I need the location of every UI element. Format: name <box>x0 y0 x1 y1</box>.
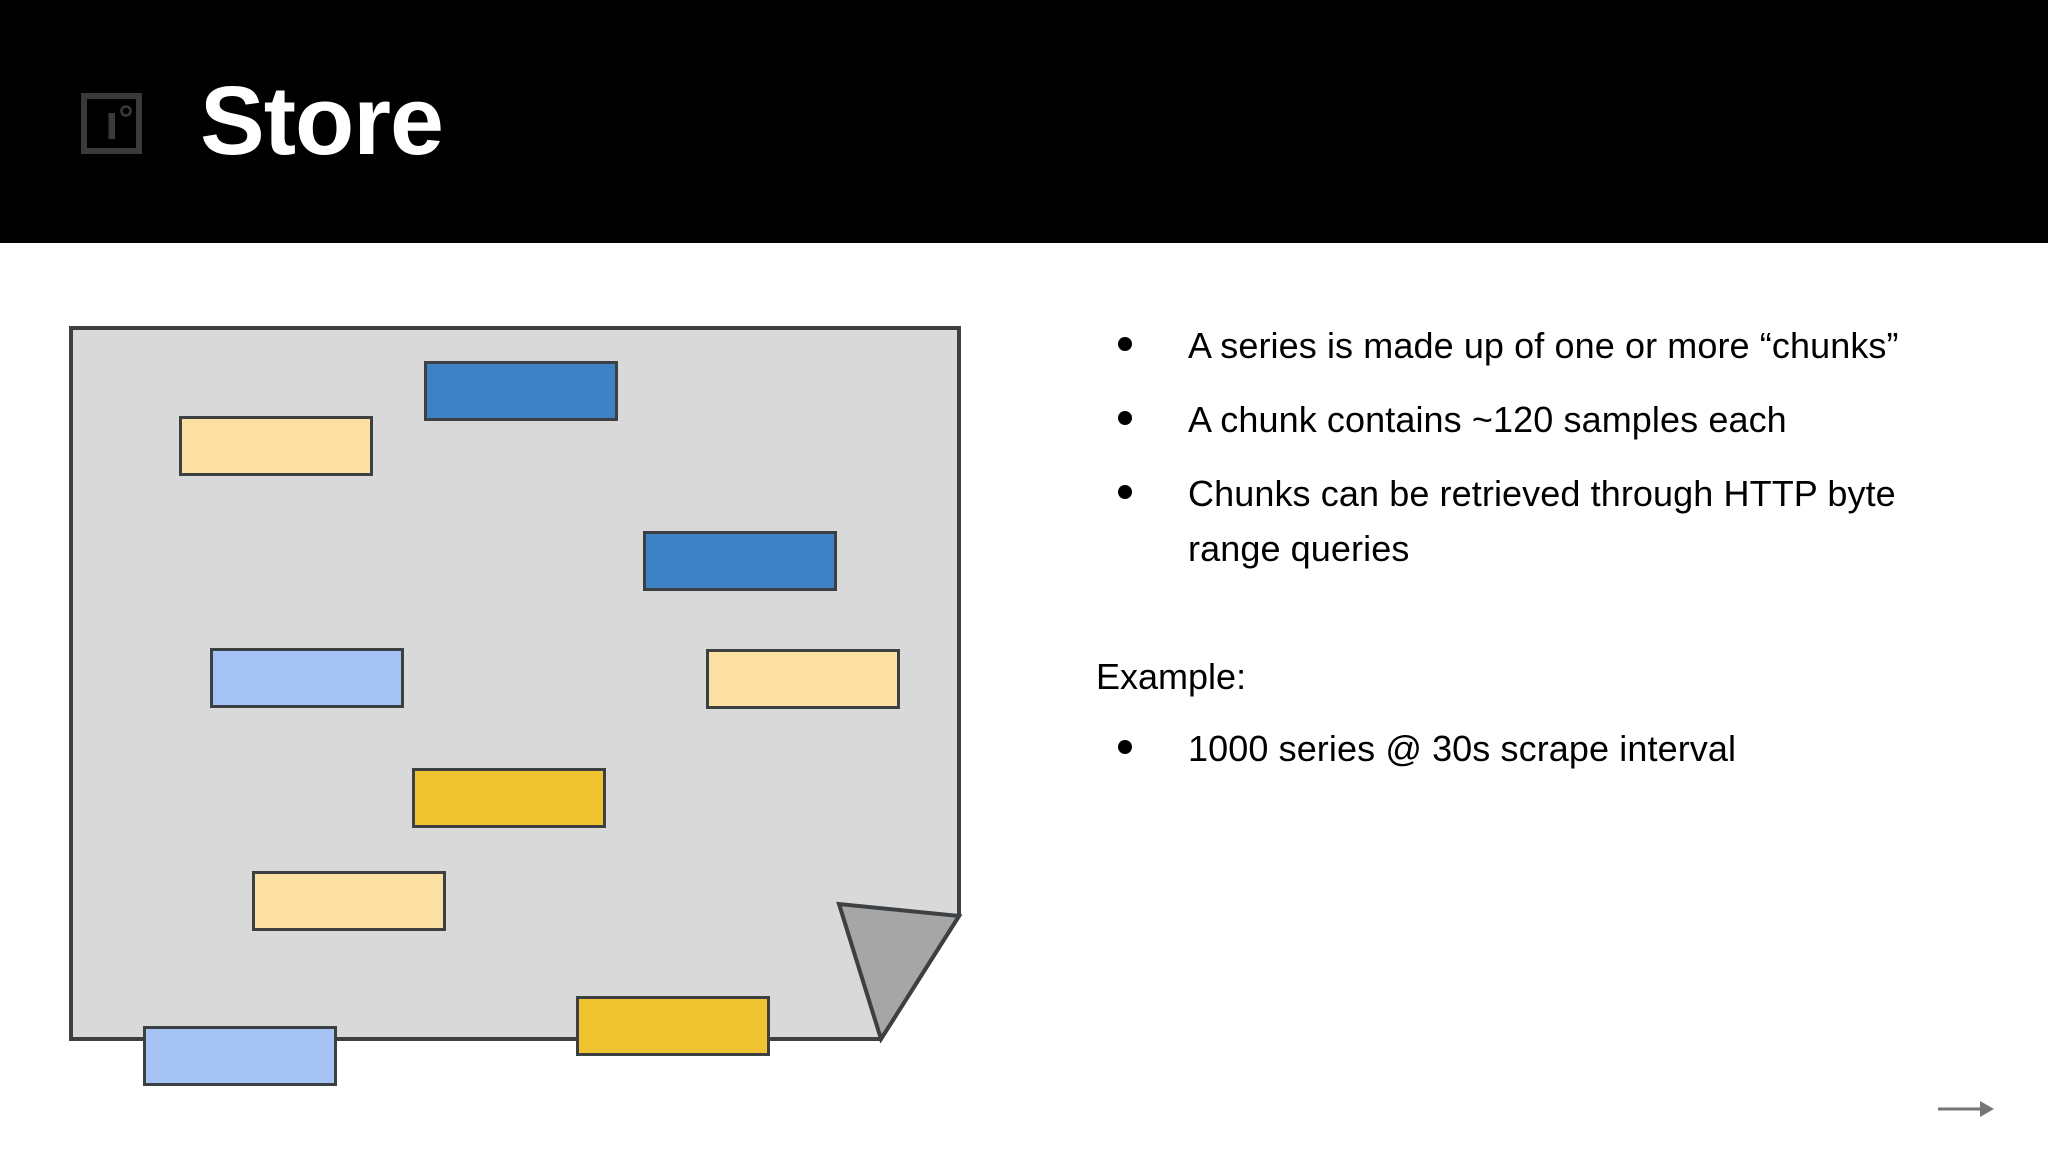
chunk-lightblue-bottom <box>143 1026 337 1086</box>
bullet-text: Chunks can be retrieved through HTTP byt… <box>1188 472 1896 570</box>
slide-header: Store <box>0 0 2048 243</box>
example-bullet-list: 1000 series @ 30s scrape interval <box>1096 721 1996 777</box>
chunk-pale-right <box>706 649 900 709</box>
chunk-lightblue-left <box>210 648 404 708</box>
page-title: Store <box>200 66 444 175</box>
chunk-gold-center <box>412 768 606 828</box>
bullet-text: 1000 series @ 30s scrape interval <box>1188 727 1737 769</box>
chunks-storage-diagram <box>69 326 1026 1086</box>
bullet-text: A series is made up of one or more “chun… <box>1188 325 1899 366</box>
slide-square-icon <box>81 93 142 154</box>
bullet-dot-icon <box>1118 484 1132 499</box>
bullet-dot-icon <box>1118 739 1132 754</box>
list-item: Chunks can be retrieved through HTTP byt… <box>1096 466 1996 578</box>
chunk-pale-upper-left <box>179 416 373 476</box>
example-label: Example: <box>1096 656 1247 698</box>
main-bullet-list: A series is made up of one or more “chun… <box>1096 318 1996 577</box>
bullet-text: A chunk contains ~120 samples each <box>1188 398 1787 440</box>
chunk-pale-lower-left <box>252 871 446 931</box>
chunk-gold-lower <box>576 996 770 1056</box>
list-item: A series is made up of one or more “chun… <box>1096 318 1996 374</box>
slide-body: A series is made up of one or more “chun… <box>0 243 2048 1152</box>
content-column: A series is made up of one or more “chun… <box>1096 318 1996 795</box>
chunk-blue-mid-right <box>643 531 837 591</box>
list-item: 1000 series @ 30s scrape interval <box>1096 721 1996 777</box>
chunk-blue-top <box>424 361 618 421</box>
bullet-dot-icon <box>1118 337 1132 351</box>
bullet-dot-icon <box>1118 410 1132 425</box>
list-item: A chunk contains ~120 samples each <box>1096 392 1996 448</box>
arrow-right-icon[interactable] <box>1936 1094 1996 1124</box>
